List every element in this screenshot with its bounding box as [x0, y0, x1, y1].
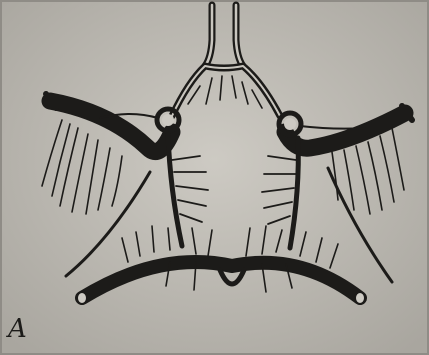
panel-label: A: [8, 316, 27, 342]
